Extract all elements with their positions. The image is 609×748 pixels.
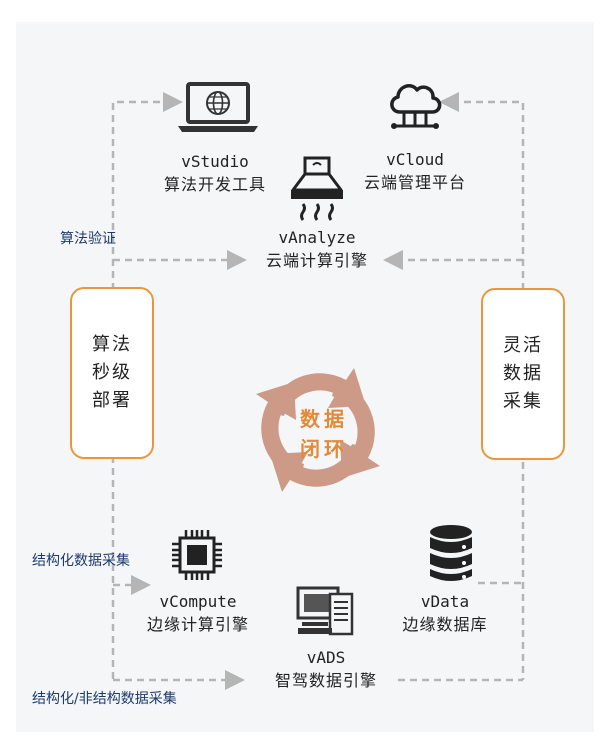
line-right-top — [439, 92, 525, 290]
database-icon — [430, 525, 472, 581]
structured-collect-label: 结构化数据采集 — [32, 553, 130, 569]
algo-deploy-box: 算法秒级部署 — [70, 287, 154, 459]
vcloud-name: vCloud — [386, 150, 444, 169]
chip-icon — [172, 530, 222, 580]
vanalyze-desc: 云端计算引擎 — [265, 251, 368, 270]
vstudio-name: vStudio — [181, 152, 249, 171]
mixed-collect-label: 结构化/非结构数据采集 — [32, 691, 177, 707]
algo-verify-label: 算法验证 — [60, 231, 116, 247]
vcompute-name: vCompute — [159, 592, 237, 611]
vdata-name: vData — [420, 592, 470, 611]
data-collect-box: 灵活数据采集 — [481, 288, 565, 460]
range-hood-icon — [291, 156, 343, 221]
vads-node: vADS 智驾数据引擎 — [258, 646, 394, 692]
vdata-node: vData 边缘数据库 — [380, 590, 510, 636]
cloud-network-icon — [390, 84, 442, 129]
refresh-cycle-icon — [256, 368, 380, 492]
vcloud-desc: 云端管理平台 — [363, 173, 466, 192]
laptop-globe-icon — [178, 82, 258, 132]
vads-desc: 智驾数据引擎 — [274, 671, 377, 690]
vads-name: vADS — [306, 648, 346, 667]
vdata-desc: 边缘数据库 — [402, 615, 488, 634]
algo-deploy-text: 算法秒级部署 — [92, 334, 132, 411]
vstudio-desc: 算法开发工具 — [163, 175, 266, 194]
data-collect-text: 灵活数据采集 — [503, 335, 543, 412]
line-left-top — [111, 92, 183, 290]
monitor-document-icon — [296, 586, 354, 636]
vcloud-node: vCloud 云端管理平台 — [350, 148, 480, 194]
vstudio-node: vStudio 算法开发工具 — [150, 150, 280, 196]
center-title: 数据闭环 — [300, 407, 348, 461]
vcompute-node: vCompute 边缘计算引擎 — [130, 590, 266, 636]
vcompute-desc: 边缘计算引擎 — [146, 615, 249, 634]
vanalyze-name: vAnalyze — [278, 228, 356, 247]
vanalyze-node: vAnalyze 云端计算引擎 — [244, 226, 390, 272]
